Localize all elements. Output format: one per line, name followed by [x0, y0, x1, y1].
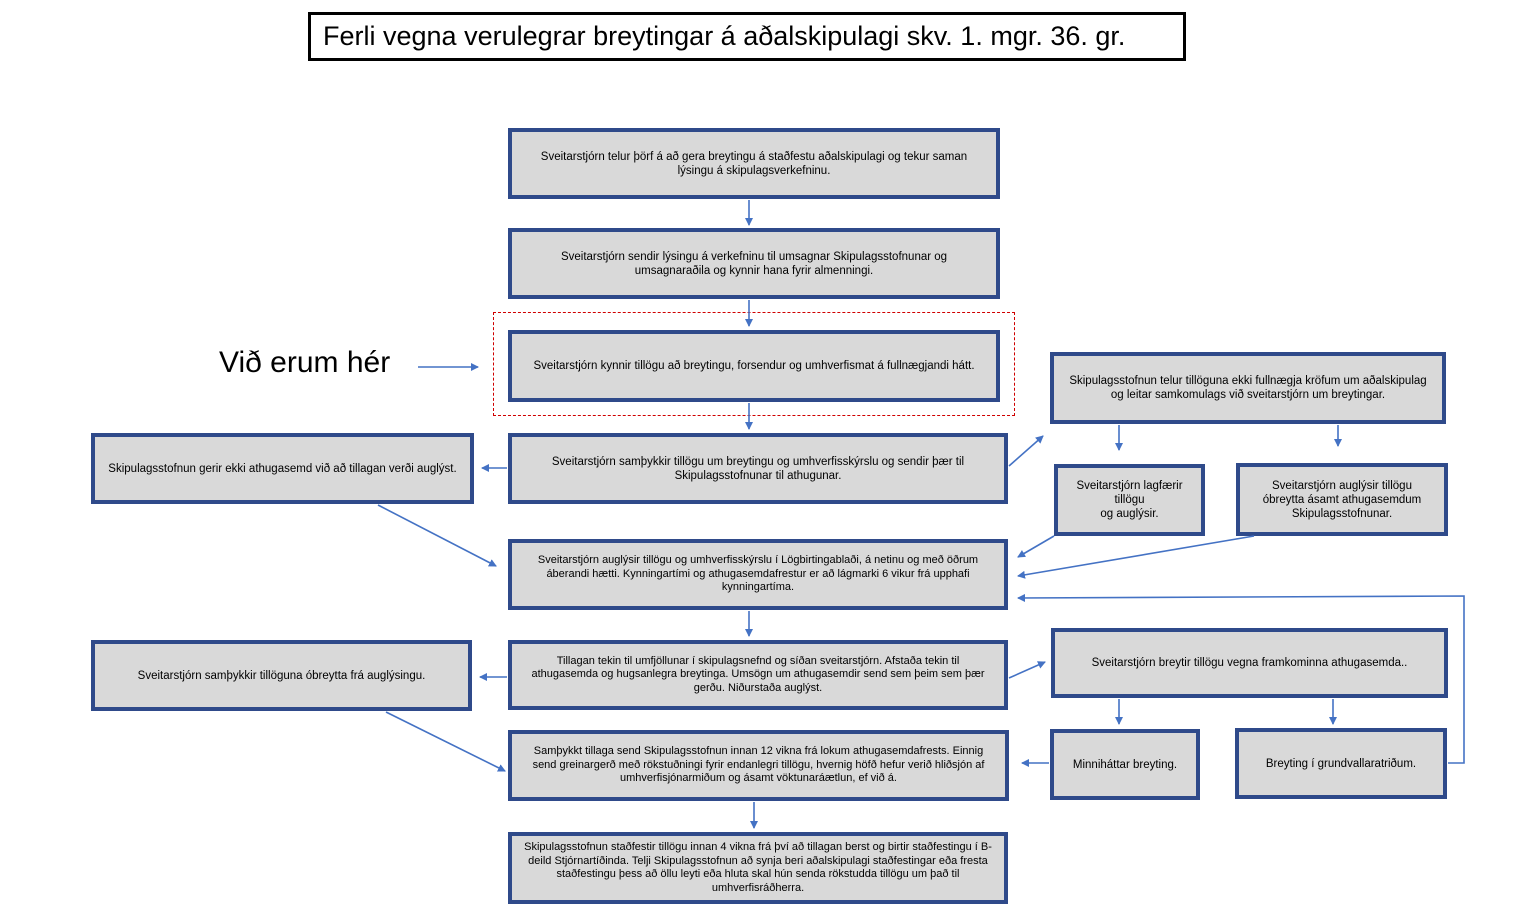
step-4-right-b-box: Sveitarstjórn auglýsir tillögu óbreytta …: [1236, 463, 1448, 536]
current-step-highlight: [493, 312, 1015, 416]
arrow-s6-right: [1008, 661, 1046, 679]
step-6-left-box: Sveitarstjórn samþykkir tillöguna óbreyt…: [91, 640, 472, 711]
step-4-right-a-box: Sveitarstjórn lagfærir tillögu og auglýs…: [1054, 464, 1205, 536]
arrow-b-s5: [1017, 535, 1255, 579]
step-4-left-box: Skipulagsstofnun gerir ekki athugasemd v…: [91, 433, 474, 504]
step-2-box: Sveitarstjórn sendir lýsingu á verkefnin…: [508, 228, 1000, 299]
arrow-fundamental-loop: [1017, 593, 1465, 764]
step-6-right-box: Sveitarstjórn breytir tillögu vegna fram…: [1051, 628, 1448, 698]
diagram-title: Ferli vegna verulegrar breytingar á aðal…: [308, 12, 1186, 61]
arrow-s6left-s7: [385, 711, 506, 772]
step-6-right-b-box: Breyting í grundvallaratriðum.: [1235, 728, 1447, 799]
arrow-s4left-s5: [377, 504, 497, 567]
arrow-a-s5: [1017, 535, 1055, 558]
step-4-right-box: Skipulagsstofnun telur tillöguna ekki fu…: [1050, 352, 1446, 424]
step-8-box: Skipulagsstofnun staðfestir tillögu inna…: [508, 832, 1008, 904]
step-7-box: Samþykkt tillaga send Skipulagsstofnun i…: [508, 730, 1009, 801]
we-are-here-label: Við erum hér: [219, 346, 391, 379]
step-3-box: Sveitarstjórn kynnir tillögu að breyting…: [508, 330, 1000, 402]
step-5-box: Sveitarstjórn auglýsir tillögu og umhver…: [508, 539, 1008, 610]
arrow-s4-right: [1008, 435, 1044, 467]
step-1-box: Sveitarstjórn telur þörf á að gera breyt…: [508, 128, 1000, 199]
step-6-right-a-box: Minniháttar breyting.: [1050, 729, 1200, 800]
step-6-box: Tillagan tekin til umfjöllunar í skipula…: [508, 640, 1008, 710]
step-4-box: Sveitarstjórn samþykkir tillögu um breyt…: [508, 433, 1008, 504]
